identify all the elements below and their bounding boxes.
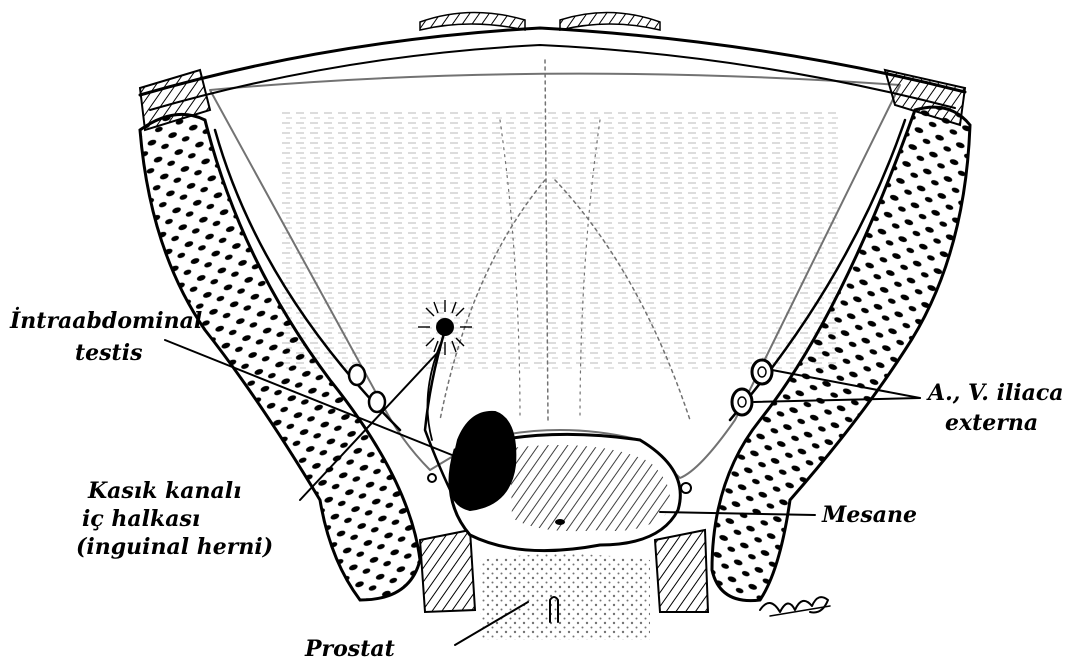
iliac-label-line2: externa — [945, 410, 1038, 436]
testis-label-line1: İntraabdominal — [9, 306, 202, 334]
testis-label-line2: testis — [75, 340, 142, 366]
ring-label-line2: iç halkası — [82, 506, 200, 532]
ring-label-line1: Kasık kanalı — [87, 478, 241, 504]
prostate-label: Prostat — [304, 636, 395, 662]
bladder-label: Mesane — [821, 502, 917, 528]
artist-signature — [760, 597, 830, 616]
ring-label-line3: (inguinal herni) — [76, 534, 273, 560]
iliac-label-line1: A., V. iliaca — [926, 380, 1064, 406]
